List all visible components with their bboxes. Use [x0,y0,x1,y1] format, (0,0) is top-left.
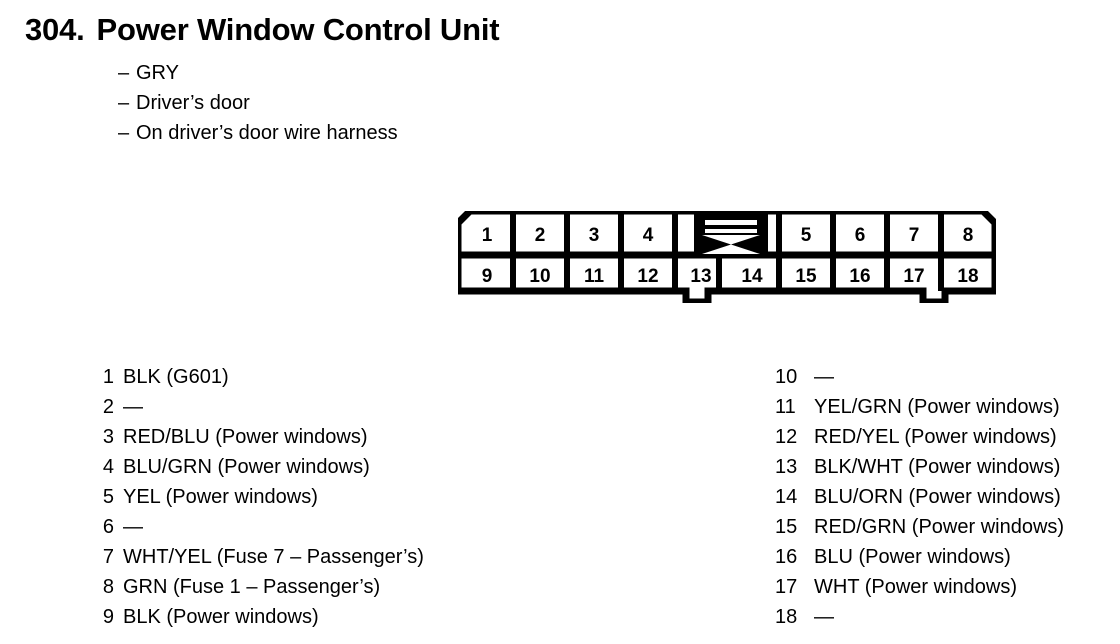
dash-icon: – [118,62,130,84]
connector-pin-4: 4 [643,225,654,246]
pin-number: 15 [775,516,798,538]
pin-number: 3 [102,426,114,448]
pin-label: WHT/YEL (Fuse 7 – Passenger’s) [123,546,424,568]
connector-pin-2: 2 [535,225,546,246]
pin-label: GRN (Fuse 1 – Passenger’s) [123,576,381,598]
pin-label: RED/BLU (Power windows) [123,426,368,448]
pin-list-left: 1 BLK (G601) 2 — 3 RED/BLU (Power window… [88,366,558,636]
pin-label: — [814,366,834,388]
spec-item-label: On driver’s door wire harness [136,122,398,144]
pin-number: 7 [102,546,114,568]
pin-label: BLK/WHT (Power windows) [814,456,1061,478]
pin-number: 4 [102,456,114,478]
pin-label: BLU/GRN (Power windows) [123,456,370,478]
connector-pin-15: 15 [795,266,817,287]
connector-pin-10: 10 [529,266,550,287]
pin-label: BLU/ORN (Power windows) [814,486,1061,508]
pin-label: — [814,606,834,628]
pin-row: 11 YEL/GRN (Power windows) [775,396,1120,426]
latch-bowtie-right [731,235,760,254]
connector-pin-8: 8 [963,225,974,246]
spec-item: –GRY [118,58,925,88]
pin-list-right: 10 — 11 YEL/GRN (Power windows) 12 RED/Y… [775,366,1120,636]
pin-number: 18 [775,606,798,628]
pin-label: — [123,396,143,418]
dash-icon: – [118,92,130,114]
spec-item-label: GRY [136,62,179,84]
spec-item: –Driver’s door [118,88,925,118]
connector-pin-17: 17 [903,266,924,287]
pin-row: 2 — [88,396,558,426]
latch-slot-bar [705,225,757,229]
pin-label: WHT (Power windows) [814,576,1017,598]
dash-icon: – [118,122,130,144]
connector-pin-3: 3 [589,225,600,246]
connector-pin-1: 1 [482,225,493,246]
pin-label: BLK (G601) [123,366,229,388]
pin-label: — [123,516,143,538]
spec-list: –GRY –Driver’s door –On driver’s door wi… [25,58,925,148]
page-title-text: Power Window Control Unit [96,12,500,47]
pin-number: 8 [102,576,114,598]
connector-pin-18: 18 [957,266,978,287]
pin-label: RED/YEL (Power windows) [814,426,1057,448]
pin-row: 9 BLK (Power windows) [88,606,558,636]
header-block: 304.Power Window Control Unit –GRY –Driv… [25,10,925,148]
pin-label: YEL/GRN (Power windows) [814,396,1060,418]
pin-number: 1 [102,366,114,388]
connector-diagram: 1 2 3 4 5 6 7 8 9 10 11 12 13 14 15 16 1… [458,211,996,303]
pin-number: 17 [775,576,798,598]
latch-bowtie-left [702,235,731,254]
connector-pin-9: 9 [482,266,493,287]
pin-number: 10 [775,366,798,388]
pin-number: 2 [102,396,114,418]
pin-label: BLU (Power windows) [814,546,1011,568]
connector-pin-14: 14 [741,266,763,287]
pin-number: 5 [102,486,114,508]
connector-pin-5: 5 [801,225,812,246]
pin-row: 14 BLU/ORN (Power windows) [775,486,1120,516]
pin-label: RED/GRN (Power windows) [814,516,1065,538]
connector-pin-12: 12 [637,266,658,287]
pin-row: 4 BLU/GRN (Power windows) [88,456,558,486]
pin-number: 6 [102,516,114,538]
pin-row: 18 — [775,606,1120,636]
spec-item-label: Driver’s door [136,92,250,114]
pin-row: 17 WHT (Power windows) [775,576,1120,606]
pin-row: 16 BLU (Power windows) [775,546,1120,576]
connector-pin-13: 13 [690,266,711,287]
connector-pin-6: 6 [855,225,866,246]
connector-pin-11: 11 [584,266,605,287]
pin-label: YEL (Power windows) [123,486,318,508]
pin-row: 5 YEL (Power windows) [88,486,558,516]
connector-pin-7: 7 [909,225,920,246]
pin-number: 9 [102,606,114,628]
pin-row: 3 RED/BLU (Power windows) [88,426,558,456]
pin-row: 10 — [775,366,1120,396]
pin-number: 14 [775,486,798,508]
pin-number: 16 [775,546,798,568]
pin-row: 6 — [88,516,558,546]
spec-item: –On driver’s door wire harness [118,118,925,148]
pin-row: 7 WHT/YEL (Fuse 7 – Passenger’s) [88,546,558,576]
pin-row: 1 BLK (G601) [88,366,558,396]
pin-row: 13 BLK/WHT (Power windows) [775,456,1120,486]
pin-number: 13 [775,456,798,478]
pin-row: 8 GRN (Fuse 1 – Passenger’s) [88,576,558,606]
pin-number: 12 [775,426,798,448]
connector-pin-16: 16 [849,266,870,287]
pin-row: 15 RED/GRN (Power windows) [775,516,1120,546]
page-title: 304. Power Window Control Unit [25,10,925,50]
pin-label: BLK (Power windows) [123,606,319,628]
pin-row: 12 RED/YEL (Power windows) [775,426,1120,456]
pin-number: 11 [775,396,796,418]
page-title-number: 304. [25,12,85,47]
